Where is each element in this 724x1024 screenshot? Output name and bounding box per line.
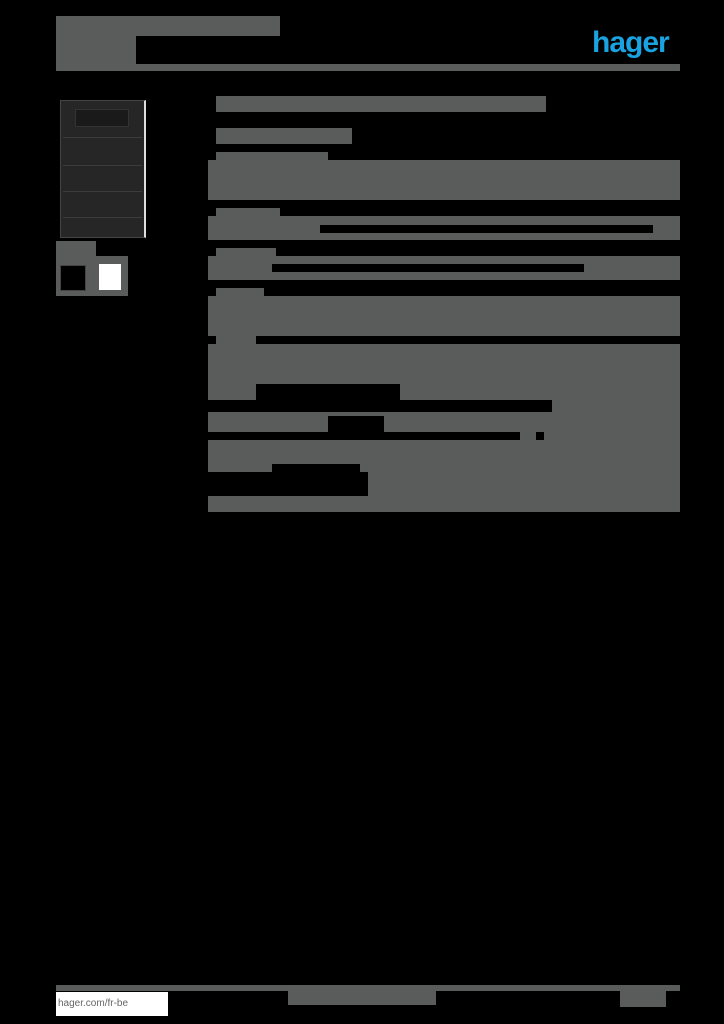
product-reference: [216, 128, 352, 144]
document-title: [56, 16, 280, 36]
product-image: [60, 100, 146, 238]
footer-center-text: [288, 991, 436, 1005]
hager-logo: hager: [592, 26, 670, 59]
spec-row-3: [208, 296, 680, 336]
footer-rule: [56, 985, 680, 991]
cert-label: [56, 241, 96, 257]
product-heading: [216, 96, 546, 112]
header-rule: [56, 64, 680, 71]
weee-bin-icon: [99, 264, 121, 290]
display-icon: [75, 109, 129, 127]
ce-mark-icon: [60, 265, 86, 291]
section-label: [216, 152, 328, 162]
footer-website-link[interactable]: hager.com/fr-be: [56, 992, 168, 1016]
description-block: [208, 160, 680, 200]
footer-page-number: [620, 991, 666, 1007]
document-subtitle: [56, 34, 136, 64]
